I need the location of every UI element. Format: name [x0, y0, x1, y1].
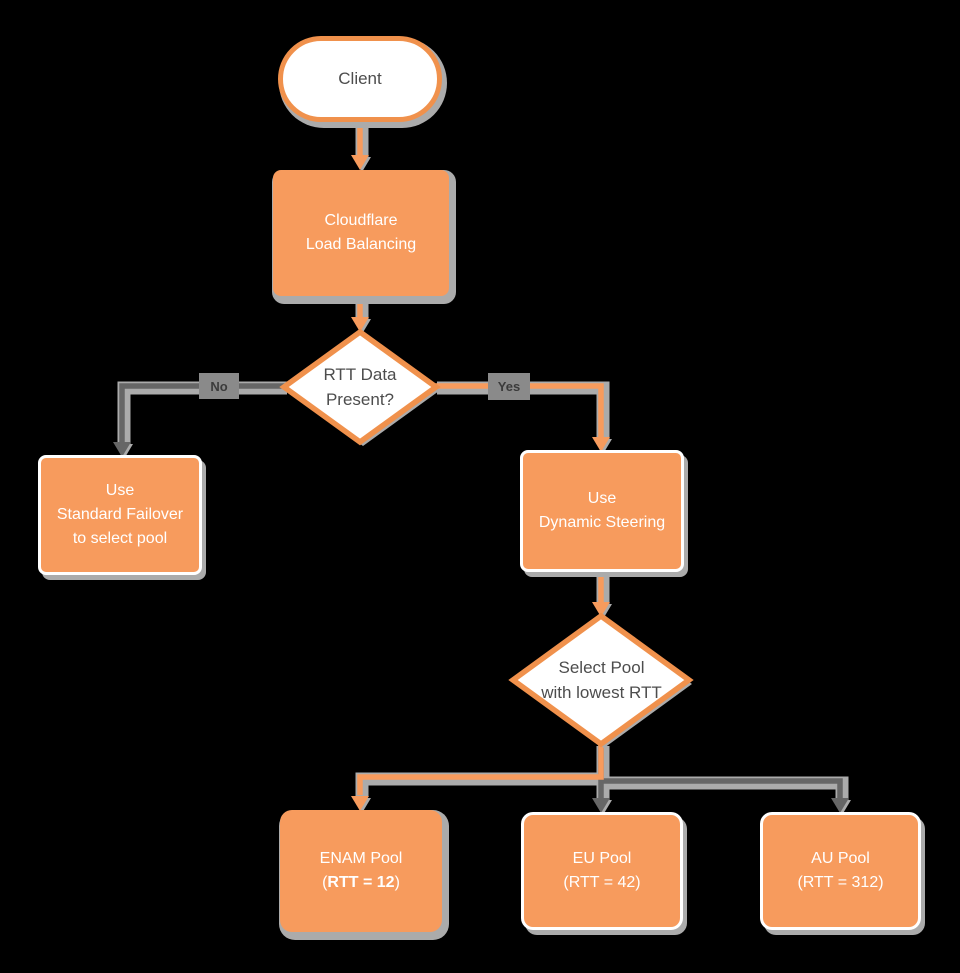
arrowhead-enam [351, 796, 369, 811]
rtt-decision-diamond [279, 328, 441, 446]
node-cloudflare-line2: Load Balancing [305, 236, 417, 253]
arrowhead-no [113, 442, 131, 457]
arrowhead-yes [592, 437, 610, 452]
node-enam-pool: ENAM Pool (RTT = 12) [280, 810, 442, 932]
gray-connectors [113, 383, 849, 813]
node-standard-failover: Use Standard Failover to select pool [38, 455, 202, 575]
node-cloudflare-load-balancing: Cloudflare Load Balancing [273, 170, 449, 296]
node-client-label: Client [338, 69, 382, 88]
edge-label-no: No [199, 373, 239, 399]
node-enam-rtt: (RTT = 12) [322, 874, 400, 891]
arrowhead-decision [351, 317, 369, 332]
node-client: Client [278, 36, 442, 122]
arrowhead-au [831, 798, 849, 813]
decision-shapes [279, 328, 694, 748]
edge-to-enam [357, 744, 604, 795]
connector-shadows [115, 114, 851, 815]
node-au-pool: AU Pool (RTT = 312) [760, 812, 921, 930]
pool-decision-diamond [508, 612, 694, 748]
node-rtt-decision-label: RTT Data Present? [323, 365, 397, 409]
arrowhead-eu [592, 798, 610, 813]
node-cloudflare-line1: Cloudflare [324, 212, 398, 229]
node-pool-decision-label: Select Pool with lowest RTT [541, 658, 662, 702]
node-eu-pool: EU Pool (RTT = 42) [521, 812, 683, 930]
node-dynamic-steering: Use Dynamic Steering [520, 450, 684, 572]
edge-label-yes: Yes [488, 373, 530, 400]
edge-to-au [601, 778, 843, 798]
arrowhead-select [592, 602, 610, 617]
arrowhead-lb [351, 155, 369, 170]
